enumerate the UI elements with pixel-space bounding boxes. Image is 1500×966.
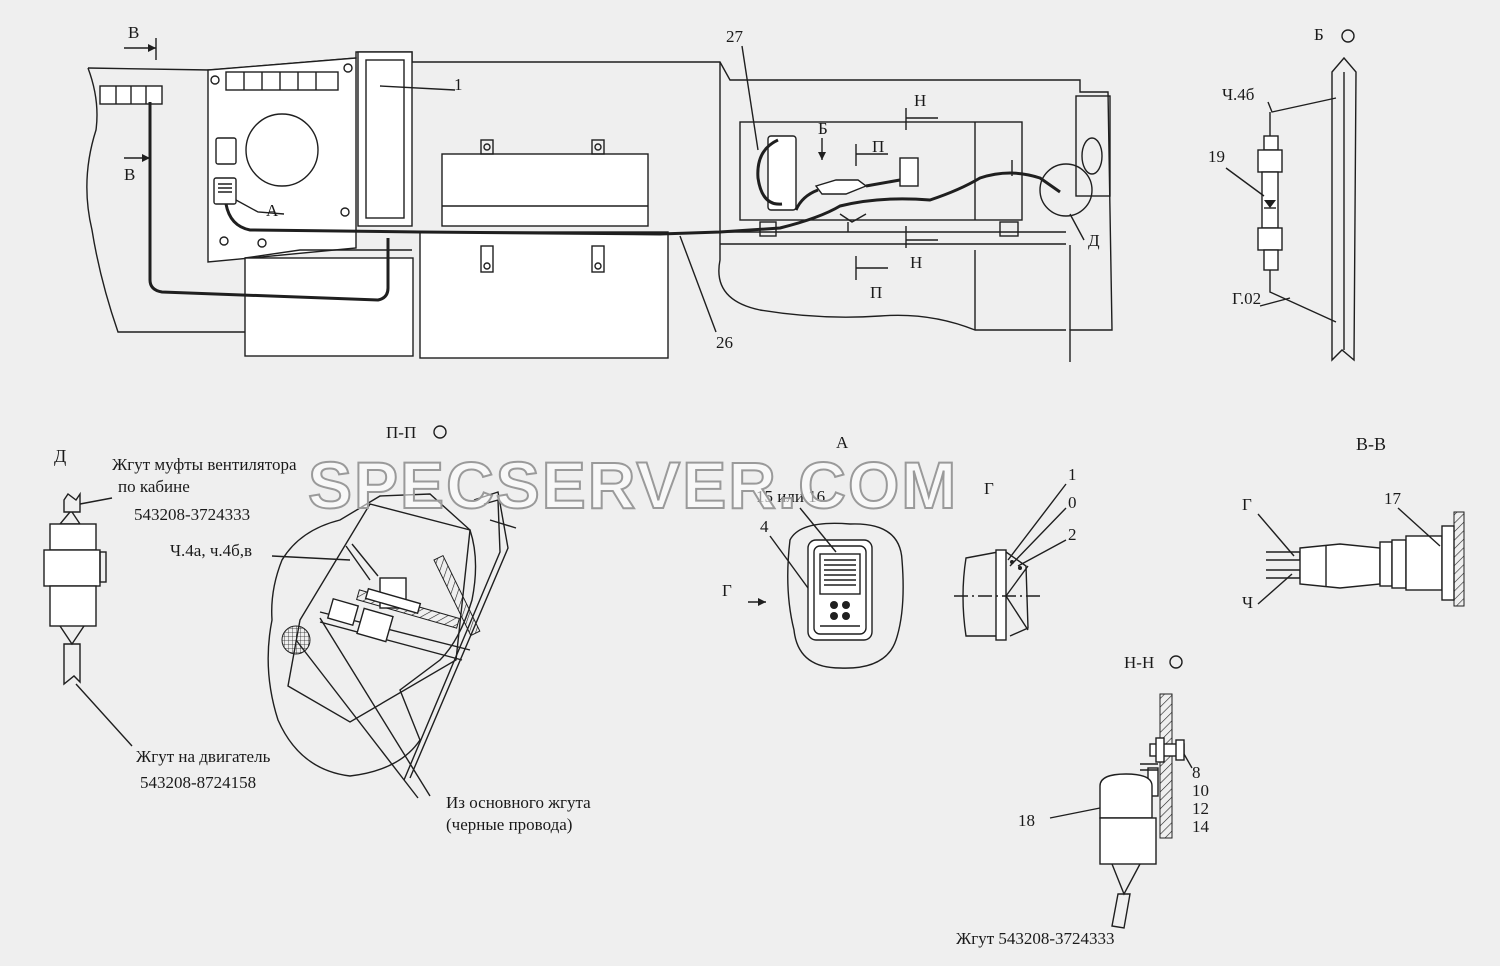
callout-18: 18 [1018, 811, 1035, 830]
view-a-title: А [836, 433, 849, 452]
section-mark-p-bottom: П [870, 283, 882, 302]
note-fan-clutch-code: 543208-3724333 [134, 505, 250, 524]
section-mark-g: Г [984, 479, 994, 498]
section-mark-g-vv: Г [1242, 495, 1252, 514]
position-2: 2 [1068, 525, 1077, 544]
callout-17: 17 [1384, 489, 1402, 508]
callout-1: 1 [454, 75, 463, 94]
section-mark-n-bottom: Н [910, 253, 922, 272]
position-0: 0 [1068, 493, 1077, 512]
wire-label-g02: Г.02 [1232, 289, 1261, 308]
view-d-title: Д [54, 446, 66, 466]
callout-14: 14 [1192, 817, 1210, 836]
callout-26: 26 [716, 333, 733, 352]
note-main-harness-2: (черные провода) [446, 815, 572, 834]
note-main-harness: Из основного жгута [446, 793, 591, 812]
wire-label-ch4a: Ч.4а, ч.4б,в [170, 541, 252, 560]
view-d-sensor [43, 491, 133, 747]
view-nn-relay [1049, 655, 1193, 929]
view-g-switch-side [954, 483, 1067, 641]
view-b-diode [1225, 29, 1357, 362]
note-harness-bottom: Жгут 543208-3724333 [956, 929, 1115, 948]
view-vv-title: В-В [1356, 434, 1386, 454]
callout-15-16: 15 или 16 [756, 487, 825, 506]
section-mark-g-a: Г [722, 581, 732, 600]
callout-4: 4 [760, 517, 769, 536]
section-mark-b: Б [818, 119, 828, 138]
note-engine-harness-code: 543208-8724158 [140, 773, 256, 792]
view-pp-title: П-П [386, 423, 416, 442]
view-nn-title: Н-Н [1124, 653, 1154, 672]
callout-10: 10 [1192, 781, 1209, 800]
callout-8: 8 [1192, 763, 1201, 782]
section-mark-a: А [266, 201, 279, 220]
section-mark-n-top: Н [914, 91, 926, 110]
note-fan-clutch-2: по кабине [118, 477, 190, 496]
note-engine-harness: Жгут на двигатель [136, 747, 271, 766]
section-mark-v-bottom: В [124, 165, 135, 184]
main-view [86, 38, 1113, 362]
callout-19: 19 [1208, 147, 1225, 166]
view-vv-connector [1257, 507, 1465, 607]
section-mark-ch: Ч [1242, 593, 1253, 612]
watermark: SPECSERVER.COM [308, 448, 958, 522]
note-fan-clutch-1: Жгут муфты вентилятора [112, 455, 297, 474]
section-mark-p-top: П [872, 137, 884, 156]
view-b-title: Б [1314, 25, 1324, 44]
wire-label-ch4b: Ч.4б [1222, 85, 1254, 104]
callout-27: 27 [726, 27, 744, 46]
section-mark-d: Д [1088, 231, 1100, 250]
callout-12: 12 [1192, 799, 1209, 818]
position-1: 1 [1068, 465, 1077, 484]
view-pp-section [267, 425, 517, 799]
view-a-switch [748, 507, 904, 669]
section-mark-v-top: В [128, 23, 139, 42]
